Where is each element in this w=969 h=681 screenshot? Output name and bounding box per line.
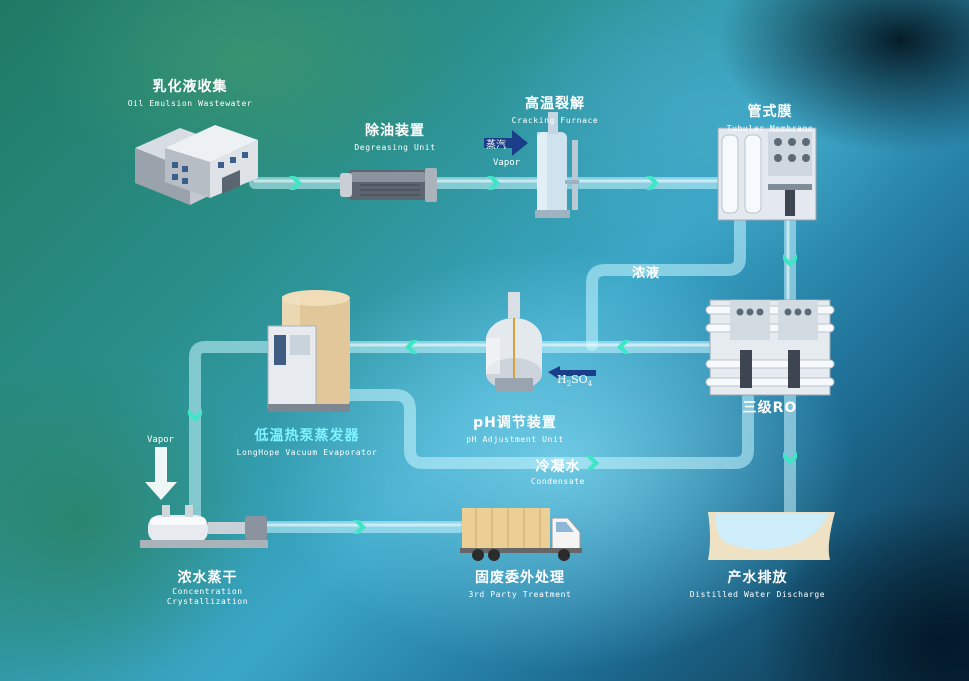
flow-condensate: 冷凝水 Condensate (518, 456, 598, 486)
acid-label: H2SO4 (557, 374, 592, 388)
node-cracking: 高温裂解 Cracking Furnace (490, 93, 620, 125)
label-cn: 管式膜 (747, 104, 793, 120)
chevron-right-icon (289, 176, 302, 190)
node-collection: 乳化液收集 Oil Emulsion Wastewater (110, 76, 270, 108)
factory-icon (135, 125, 258, 205)
ph-reactor-icon (486, 292, 542, 392)
label-en: Concentration (172, 587, 243, 596)
node-evaporator: 低温热泵蒸发器 LongHope Vacuum Evaporator (222, 425, 392, 457)
cracking-furnace-icon (535, 112, 579, 218)
label-en: 3rd Party Treatment (468, 590, 572, 599)
node-discharge: 产水排放 Distilled Water Discharge (680, 567, 835, 599)
steam-label-en: Vapor (493, 158, 521, 168)
chevron-down-icon (783, 254, 797, 267)
truck-icon (460, 508, 582, 561)
label-cn: 产水排放 (727, 570, 788, 586)
ro-unit-icon (705, 299, 835, 396)
flow-concentrate: 浓液 (632, 266, 661, 281)
label-en: Tubular Membrane (726, 124, 814, 133)
degreasing-unit-icon (340, 168, 437, 202)
acid-h: H (557, 373, 567, 386)
label-en: Cracking Furnace (511, 116, 599, 125)
arrow-down-icon (145, 447, 177, 500)
label-en: pH Adjustment Unit (466, 435, 564, 444)
label-cn: 固废委外处理 (475, 570, 565, 586)
drying-unit-icon (140, 505, 268, 548)
arrow-left-icon (548, 366, 596, 380)
node-membrane: 管式膜 Tubular Membrane (705, 101, 835, 133)
chevron-right-icon (646, 176, 659, 190)
evaporator-icon (267, 290, 350, 412)
node-ph: pH调节装置 pH Adjustment Unit (450, 412, 580, 444)
node-drying: 浓水蒸干 Concentration Crystallization (145, 567, 270, 606)
acid-sub2: 4 (587, 380, 593, 389)
chevron-left-icon (405, 340, 418, 354)
label-cn: pH调节装置 (473, 415, 557, 431)
pipe-condensate (324, 389, 754, 469)
chevron-down-icon (188, 409, 202, 422)
label-cn: 高温裂解 (525, 96, 585, 112)
tubular-membrane-icon (717, 127, 817, 221)
steam-tag: 蒸汽 (486, 140, 506, 151)
pipe-concentrate (586, 214, 746, 351)
node-degreasing: 除油装置 Degreasing Unit (320, 120, 470, 152)
label-cn: 除油装置 (365, 123, 425, 139)
chevron-left-icon (617, 340, 630, 354)
node-thirdparty: 固废委外处理 3rd Party Treatment (450, 567, 590, 599)
label-en: Distilled Water Discharge (689, 590, 826, 599)
label-cn: 乳化液收集 (152, 79, 228, 95)
label-cn: 低温热泵蒸发器 (254, 428, 360, 444)
chevron-right-icon (353, 520, 366, 534)
label-en: Crystallization (166, 597, 249, 606)
label-cn: 冷凝水 (535, 459, 581, 475)
vapor-label: Vapor (147, 435, 175, 445)
label-en: Degreasing Unit (354, 143, 436, 152)
acid-sub1: 2 (566, 380, 572, 389)
arrow-right-icon (484, 130, 528, 156)
chevron-down-icon (783, 452, 797, 465)
chevron-right-icon (586, 456, 599, 470)
label-en: Oil Emulsion Wastewater (127, 99, 253, 108)
label-en: LongHope Vacuum Evaporator (236, 448, 378, 457)
node-ro: 三级RO (730, 397, 810, 417)
label-en: Condensate (530, 477, 586, 486)
distilled-water-pool-icon (708, 512, 835, 560)
label-cn: 浓水蒸干 (177, 570, 238, 586)
acid-so: SO (571, 373, 588, 386)
chevron-right-icon (487, 176, 500, 190)
pipe-evap-left (189, 341, 286, 526)
label-cn: 三级RO (742, 400, 798, 416)
